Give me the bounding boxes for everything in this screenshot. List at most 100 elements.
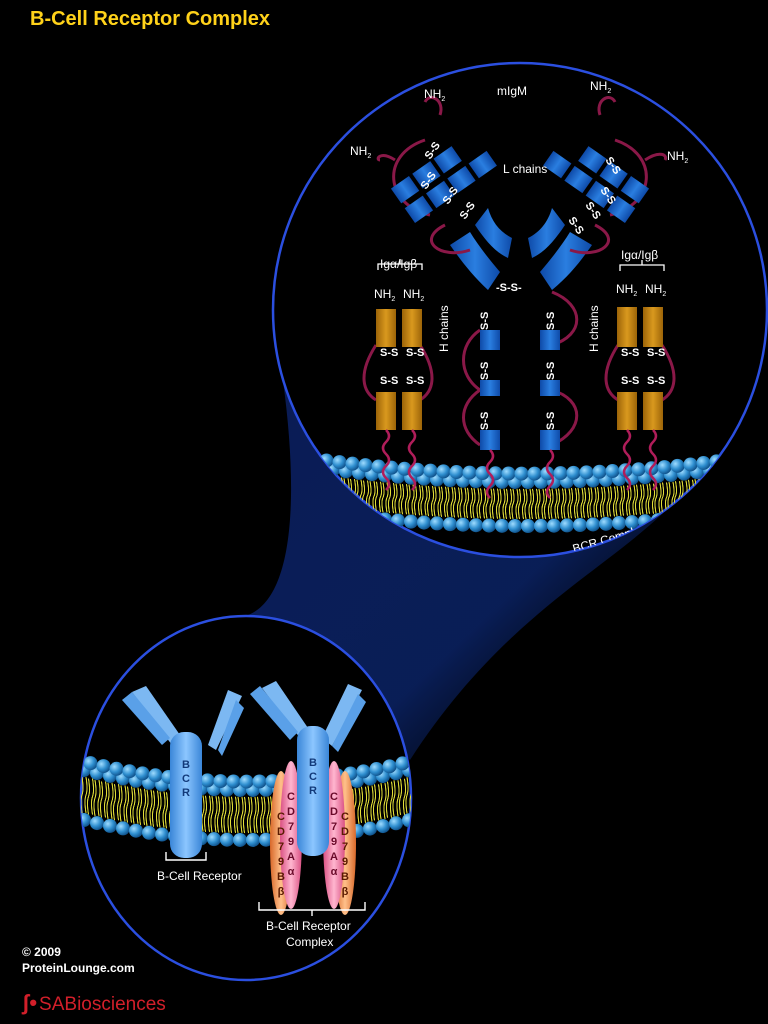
lipid-head <box>252 774 267 789</box>
lipid-head <box>384 460 399 475</box>
bcr-complex-panel: mIgM L chains H chains H chains Igα/Igβ … <box>271 61 768 559</box>
disulfide-label: S-S <box>380 375 398 387</box>
lipid-head <box>358 458 373 473</box>
lipid-head <box>683 457 698 472</box>
lipid-head <box>716 505 730 520</box>
migm-label: mIgM <box>497 84 527 98</box>
nh2-label: NH2 <box>590 79 611 95</box>
lipid-head <box>631 462 646 477</box>
disulfide-label: S-S <box>479 412 491 430</box>
cd79a-left <box>280 761 302 909</box>
lipid-head <box>449 465 464 480</box>
bcr-receptor-1 <box>122 686 244 861</box>
page-title: B-Cell Receptor Complex <box>30 8 271 30</box>
lipid-head <box>443 517 457 532</box>
lipid-head <box>521 518 535 533</box>
lipid-head <box>148 768 163 783</box>
lipid-head <box>90 816 104 831</box>
bcr-receptor-2 <box>250 681 366 916</box>
lipid-head <box>553 466 568 481</box>
stacked-letter: D <box>277 826 285 838</box>
ig-alpha-beta-right <box>604 260 676 491</box>
nh2-label: NH2 <box>667 149 688 165</box>
stacked-letter: C <box>330 791 338 803</box>
lipid-head <box>579 465 594 480</box>
lipid-head <box>599 516 613 531</box>
lipid-head <box>573 517 587 532</box>
lipid-head <box>547 518 561 533</box>
lipid-head <box>155 827 169 842</box>
lipid-head <box>514 466 529 481</box>
lipid-head <box>233 832 247 847</box>
stacked-letter: 9 <box>278 856 284 868</box>
lipid-head <box>129 823 143 838</box>
lipid-head <box>625 515 639 530</box>
lipid-head <box>122 764 137 779</box>
lipid-head <box>363 821 377 836</box>
complex-label-line1: B-Cell Receptor <box>266 919 351 933</box>
stacked-letter: B <box>309 757 317 769</box>
nh2-label: NH2 <box>424 87 445 103</box>
ig-alpha-beta-left <box>362 259 434 491</box>
lipid-head <box>716 461 730 476</box>
lipid-head <box>586 517 600 532</box>
lipid-head <box>259 832 273 847</box>
lipid-head <box>592 464 607 479</box>
stacked-letter: 7 <box>331 821 337 833</box>
stacked-letter: 7 <box>342 841 348 853</box>
brand-logo: ʃ•SABiosciences <box>22 990 166 1016</box>
lipid-head <box>389 816 403 831</box>
stacked-letter: B <box>182 759 190 771</box>
lipid-head <box>116 821 130 836</box>
stacked-letter: α <box>288 866 295 878</box>
stacked-letter: A <box>287 851 295 863</box>
lipid-head <box>382 759 397 774</box>
lipid-head <box>142 825 156 840</box>
brand-mark-icon: ʃ• <box>22 990 38 1015</box>
stacked-letter: β <box>278 886 285 898</box>
stacked-letter: 7 <box>288 821 294 833</box>
lipid-head <box>527 466 542 481</box>
lipid-head <box>402 813 411 828</box>
disulfide-label: S-S <box>406 347 424 359</box>
lipid-head <box>109 761 124 776</box>
lipid-head <box>332 455 347 470</box>
lipid-head <box>566 465 581 480</box>
stacked-letter: β <box>342 886 349 898</box>
stacked-letter: C <box>309 771 317 783</box>
lipid-head <box>462 465 477 480</box>
lipid-head <box>410 462 425 477</box>
ig-alpha-beta-label-left: Igα/Igβ <box>380 257 417 271</box>
lipid-head <box>456 517 470 532</box>
site-name: ProteinLounge.com <box>22 961 135 975</box>
nh2-label: NH2 <box>645 282 666 298</box>
top-membrane <box>313 452 737 533</box>
stacked-letter: 9 <box>331 836 337 848</box>
disulfide-label: S-S <box>621 375 639 387</box>
lipid-head <box>356 764 371 779</box>
stacked-letter: C <box>341 811 349 823</box>
disulfide-label: S-S <box>647 375 665 387</box>
stacked-letter: B <box>277 871 285 883</box>
nh2-label: NH2 <box>403 287 424 303</box>
copyright-year: © 2009 <box>22 945 61 959</box>
disulfide-label: S-S <box>479 362 491 380</box>
nh2-label: NH2 <box>616 282 637 298</box>
disulfide-label: S-S <box>380 347 398 359</box>
lipid-head <box>690 509 704 524</box>
lipid-head <box>417 515 431 530</box>
lipid-head <box>436 464 451 479</box>
lipid-head <box>207 832 221 847</box>
lipid-head <box>703 507 717 522</box>
lipid-head <box>534 518 548 533</box>
disulfide-label: S-S <box>406 375 424 387</box>
stacked-letter: α <box>331 866 338 878</box>
l-chains-label: L chains <box>503 162 547 176</box>
lipid-head <box>560 518 574 533</box>
stacked-letter: D <box>287 806 295 818</box>
lipid-head <box>376 819 390 834</box>
